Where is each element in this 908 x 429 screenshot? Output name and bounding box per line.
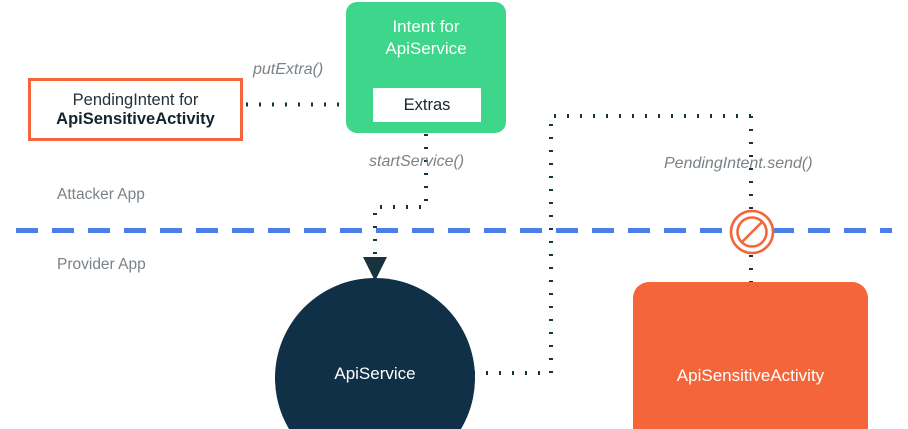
edge-label-put-extra: putExtra() [253,61,324,78]
blocked-icon [729,209,775,255]
pending-intent-node: PendingIntent for ApiSensitiveActivity [28,78,243,141]
zone-label-provider-app: Provider App [57,256,146,273]
api-sensitive-activity-label: ApiSensitiveActivity [676,366,825,385]
intent-node-title-line2: ApiService [385,38,467,58]
edge-label-start-service: startService() [369,153,465,170]
pending-intent-line1: PendingIntent for [72,90,199,109]
intent-node-title: Intent for ApiService [385,16,466,60]
api-service-label: ApiService [334,364,416,383]
intent-node-title-line1: Intent for [392,17,460,36]
zone-label-attacker-app: Attacker App [57,186,145,203]
edge-label-pending-intent-send: PendingIntent.send() [664,155,813,172]
pending-intent-line2: ApiSensitiveActivity [56,109,215,128]
api-sensitive-activity-node: ApiSensitiveActivity [633,282,868,429]
api-service-node: ApiService [275,278,475,429]
arrow-down-icon [363,257,387,281]
edge-pending-intent-send-lower [473,114,751,375]
intent-extras-node: Extras [373,88,481,122]
